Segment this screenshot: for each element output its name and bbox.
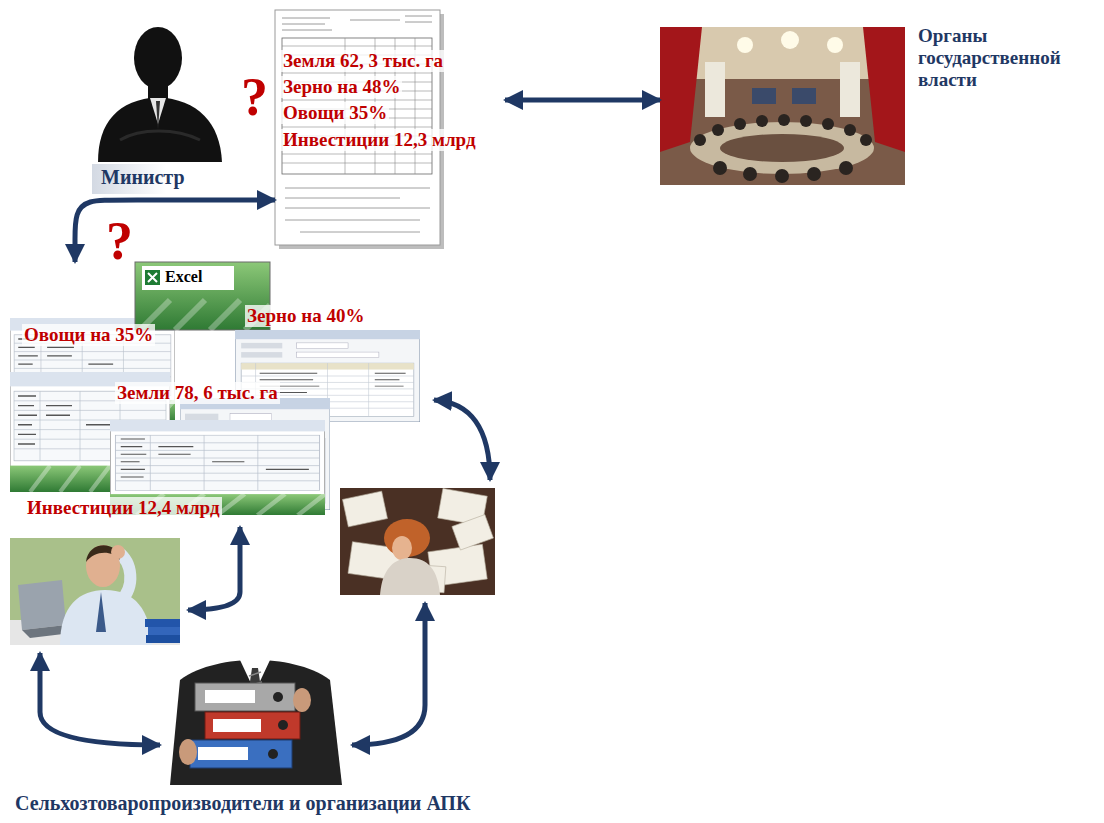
producers: Сельхозтоваропроизводители и организации… (10, 660, 570, 818)
government-meeting-photo-part (660, 27, 905, 185)
government-meeting-photo-part-part (713, 161, 727, 175)
spreadsheet-stack: Зерно на 40% Овощи на 35% Земли 78, 6 тыс.… (10, 262, 422, 521)
government-meeting-photo-part (840, 62, 860, 117)
producer-with-folders-part (190, 740, 292, 768)
messy-desk-photo-part-part (452, 515, 493, 550)
flow-connector (505, 98, 660, 103)
government-meeting-photo-part (694, 114, 872, 183)
node-text: Инвестиции 12,3 млрд (281, 129, 478, 151)
report-form-part (282, 16, 432, 30)
producer-with-folders-part (293, 688, 311, 712)
spreadsheet-screenshots-part (142, 266, 234, 290)
government-meeting-photo-part-part (712, 124, 724, 136)
messy-desk-photo-part (392, 536, 412, 560)
messy-desk-photo-part (340, 488, 495, 595)
node-text: Овощи 35% (281, 102, 389, 124)
producer-with-folders-part (170, 660, 342, 785)
government-meeting-photo-part-part (839, 161, 853, 175)
government-meeting-photo-part-part (778, 114, 790, 126)
government-meeting-photo-part (690, 122, 874, 174)
worried-clerk-photo-part (111, 545, 125, 559)
node-text: Министр (101, 166, 185, 189)
government-meeting-photo-part (792, 88, 816, 104)
producer-with-folders-part (205, 690, 255, 703)
node-text: Зерно на 40% (245, 305, 366, 327)
minister-figure: Министр (95, 25, 225, 191)
producer-with-folders-part (205, 712, 300, 739)
government-meeting-photo-part-part (844, 124, 856, 136)
label-plate (92, 164, 227, 194)
worried-clerk-photo-part (148, 627, 180, 635)
question-mark: ? (106, 214, 133, 268)
node-text: Зерно на 48% (281, 76, 402, 98)
government-meeting-photo-part (752, 88, 776, 104)
report-document: Земля 62, 3 тыс. га Зерно на 48% Овощи 35%… (275, 10, 505, 245)
node-text: Органы государственной власти (918, 25, 1093, 91)
producer-with-folders (170, 660, 342, 785)
worried-clerk-photo-part (145, 619, 180, 627)
producer-with-folders-part (268, 749, 278, 759)
worried-clerk-photo-part (60, 590, 152, 645)
report-form-part (285, 188, 430, 232)
government-meeting-photo-part-part (734, 118, 746, 130)
government-meeting-photo-part-part (775, 169, 789, 183)
government-meeting-photo-part-part (807, 167, 821, 181)
producer-with-folders-part (179, 739, 197, 765)
spreadsheet-screenshots-part (148, 273, 157, 282)
government-meeting-photo-part (660, 27, 702, 152)
producer-with-folders-part (213, 719, 261, 732)
government-bodies: Органы государственной власти (660, 25, 1097, 187)
minister-silhouette-part (134, 27, 182, 89)
producer-with-folders-part (195, 683, 295, 711)
spreadsheet-screenshots-part (145, 270, 160, 285)
messy-desk-photo-part (380, 558, 440, 595)
government-meeting-photo-part-part (822, 118, 834, 130)
government-meeting-photo-part (737, 37, 753, 53)
node-text: Сельхозтоваропроизводители и организации… (15, 792, 470, 815)
producer-with-folders-part (278, 720, 288, 730)
node-text: Земля 62, 3 тыс. га (281, 50, 445, 72)
government-meeting-photo-part (705, 62, 725, 117)
app-logo-text: Excel (163, 269, 204, 285)
worried-clerk-photo-part (18, 580, 66, 630)
government-meeting-photo-part-part (756, 115, 768, 127)
minister-silhouette-part (156, 101, 160, 130)
worried-clerk-photo (10, 538, 180, 645)
node-text: Инвестиции 12,4 млрд (25, 497, 222, 519)
question-mark: ? (241, 70, 268, 124)
node-text: Земли 78, 6 тыс. га (115, 382, 280, 404)
node-text: Овощи на 35% (22, 324, 155, 346)
government-meeting-photo-part-part (694, 134, 706, 146)
government-meeting-photo-part (781, 31, 799, 49)
minister-silhouette-part (98, 97, 222, 162)
flow-connector (75, 200, 275, 262)
flow-arrows (40, 400, 490, 745)
flow-arrows-part (188, 527, 240, 610)
minister-silhouette (98, 27, 222, 162)
worried-clerk-photo-part (96, 592, 106, 632)
government-meeting-photo-part-part (800, 115, 812, 127)
worried-clerk-photo-part (146, 635, 180, 643)
messy-desk-photo-part-part (343, 491, 388, 527)
spreadsheet-screenshots (10, 262, 420, 515)
minister-silhouette-part (120, 131, 200, 140)
government-meeting-photo-part-part (743, 167, 757, 181)
flow-arrows-part (352, 603, 425, 745)
flow-arrows-part (40, 653, 160, 745)
flow-arrows-part (434, 400, 490, 480)
government-meeting-photo-part (720, 134, 844, 162)
producer-with-folders-part (273, 692, 283, 702)
government-meeting-photo (660, 27, 905, 185)
worried-clerk-photo-part (10, 538, 180, 645)
producer-with-folders-part (198, 747, 248, 760)
messy-desk-photo (340, 488, 495, 595)
government-meeting-photo-part (863, 27, 905, 152)
government-meeting-photo-part-part (860, 134, 872, 146)
government-meeting-photo-part (827, 37, 843, 53)
report-form-part (275, 10, 440, 245)
